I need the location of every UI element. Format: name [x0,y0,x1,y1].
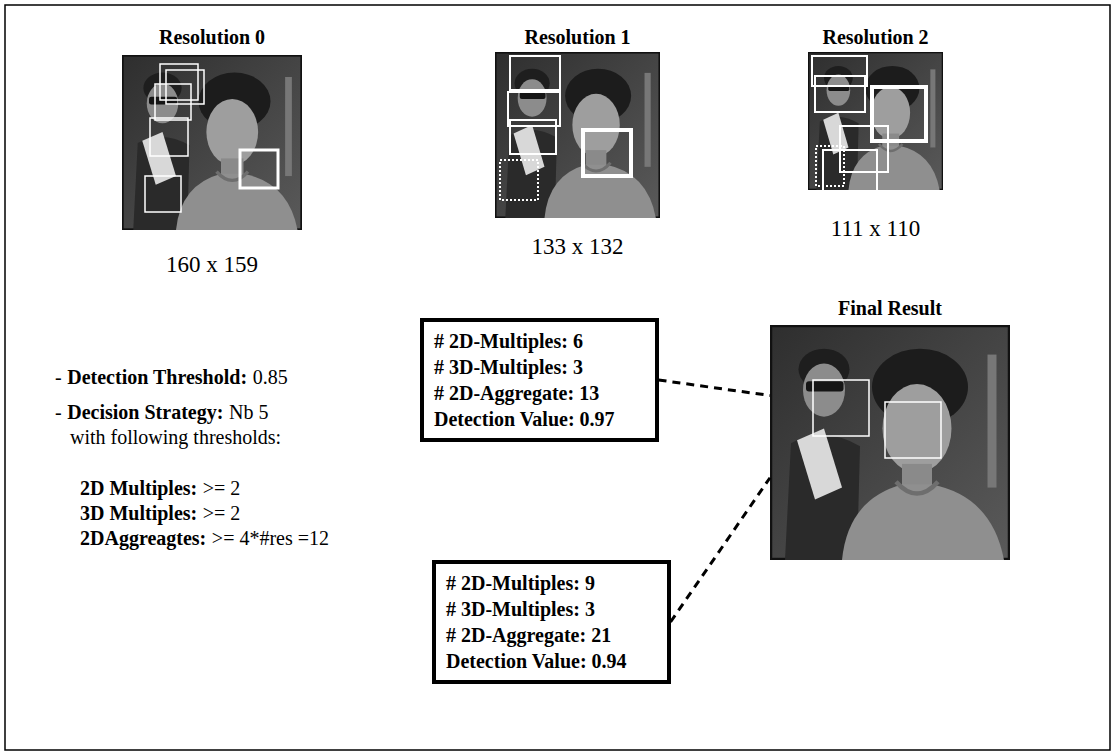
settings-note: -Detection Threshold: 0.85 [55,365,288,389]
image-size: 111 x 110 [831,216,920,242]
detection-boxes [500,56,631,200]
photo [770,325,1010,560]
dashed-leader [671,478,770,622]
photo [495,52,660,218]
result-line: # 2D-Multiples: 9 [446,570,627,596]
panel-title: Final Result [838,297,942,320]
panel-title: Resolution 2 [822,26,928,49]
note-text: 2D Multiples: [80,477,197,499]
result-line: # 3D-Multiples: 3 [434,354,615,380]
image-size: 160 x 159 [166,252,258,278]
note-text: - [55,401,62,423]
image-panel: Resolution 1133 x 132 [495,52,660,218]
note-text: >= 4*#res =12 [212,527,329,549]
note-text: Nb 5 [229,401,268,423]
settings-note: with following thresholds: [70,425,281,449]
note-text: Decision Strategy: [67,401,223,423]
dashed-leader [659,380,770,396]
image-panel: Resolution 0160 x 159 [122,55,302,230]
panel-title: Resolution 0 [159,26,265,49]
result-line: Detection Value: 0.97 [434,406,615,432]
settings-note: 2DAggreagtes: >= 4*#res =12 [80,526,329,550]
panel-title: Resolution 1 [524,26,630,49]
settings-note: 2D Multiples: >= 2 [80,476,240,500]
image-panel: Resolution 2111 x 110 [808,52,943,190]
result-line: # 2D-Aggregate: 21 [446,622,627,648]
settings-note: 3D Multiples: >= 2 [80,501,240,525]
note-text: >= 2 [203,502,241,524]
image-size: 133 x 132 [532,234,624,260]
photo [808,52,943,190]
note-text: 2DAggreagtes: [80,527,206,549]
result-box: # 2D-Multiples: 9# 3D-Multiples: 3# 2D-A… [432,560,671,684]
note-text: with following thresholds: [70,426,281,448]
detection-boxes [145,64,278,288]
note-text: >= 2 [203,477,241,499]
note-text: 3D Multiples: [80,502,197,524]
note-text: 0.85 [253,366,288,388]
figure-frame [5,5,1110,750]
detection-boxes [812,56,926,208]
result-line: # 2D-Multiples: 6 [434,328,615,354]
result-line: # 2D-Aggregate: 13 [434,380,615,406]
note-text: Detection Threshold: [67,366,247,388]
settings-note: -Decision Strategy: Nb 5 [55,400,268,424]
result-box: # 2D-Multiples: 6# 3D-Multiples: 3# 2D-A… [420,318,659,442]
result-line: Detection Value: 0.94 [446,648,627,674]
note-text: - [55,366,62,388]
result-line: # 3D-Multiples: 3 [446,596,627,622]
detection-boxes [813,380,941,458]
image-panel: Final Result [770,325,1010,560]
photo [122,55,302,230]
